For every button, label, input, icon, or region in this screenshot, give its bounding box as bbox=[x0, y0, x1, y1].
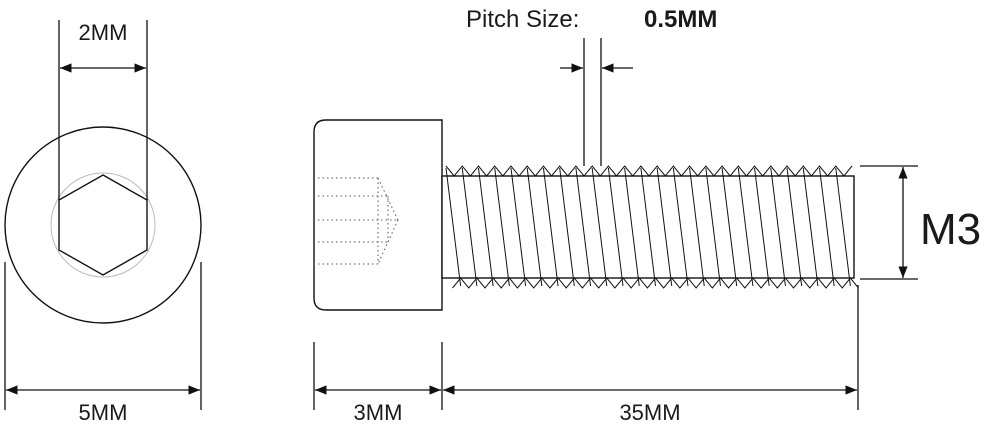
thread-crests bbox=[445, 165, 859, 289]
screw-side-view bbox=[313, 119, 859, 311]
thread-crest-line bbox=[835, 167, 851, 287]
thread-size-label: M3 bbox=[920, 205, 981, 254]
thread-bottom-edge bbox=[452, 277, 859, 289]
thread-crest-line bbox=[786, 167, 803, 287]
hex-width-dimension: 2MM bbox=[58, 20, 148, 200]
thread-crest-line bbox=[607, 167, 624, 287]
thread-crest-line bbox=[477, 167, 494, 287]
head-diameter-dimension: 5MM bbox=[4, 262, 202, 425]
socket-hidden-lines bbox=[318, 177, 399, 265]
thread-crest-line bbox=[624, 167, 640, 287]
thread-crest-line bbox=[510, 167, 527, 287]
thread-crest-line bbox=[445, 167, 462, 287]
length-dimensions: 3MM 35MM bbox=[313, 285, 859, 425]
thread-crest-line bbox=[819, 167, 835, 287]
thread-crest-line bbox=[737, 167, 754, 287]
thread-crest-line bbox=[802, 167, 819, 287]
thread-crest-line bbox=[672, 167, 689, 287]
thread-crest-line bbox=[770, 167, 786, 287]
socket-circle bbox=[50, 172, 156, 278]
thread-crest-line bbox=[461, 167, 478, 287]
thread-crest-line bbox=[526, 167, 543, 287]
thread-length-label: 35MM bbox=[619, 400, 680, 425]
head-diameter-label: 5MM bbox=[79, 400, 128, 425]
thread-crest-line bbox=[575, 167, 592, 287]
thread-crest-line bbox=[640, 167, 656, 287]
pitch-label: Pitch Size: bbox=[466, 6, 579, 33]
thread-crest-line bbox=[559, 167, 575, 287]
pitch-value: 0.5MM bbox=[644, 6, 717, 33]
thread-crest-line bbox=[542, 167, 559, 287]
pitch-dimension: Pitch Size: 0.5MM bbox=[466, 6, 717, 166]
thread-crest-line bbox=[689, 167, 705, 287]
head-end-view bbox=[4, 126, 202, 324]
thread-crest-line bbox=[754, 167, 770, 287]
hex-width-label: 2MM bbox=[79, 20, 128, 45]
thread-top-edge bbox=[445, 165, 853, 177]
thread-crest-line bbox=[656, 167, 673, 287]
thread-crest-line bbox=[721, 167, 738, 287]
head-length-label: 3MM bbox=[354, 400, 403, 425]
thread-size-dimension: M3 bbox=[860, 165, 981, 280]
thread-crest-line bbox=[705, 167, 721, 287]
thread-crest-line bbox=[591, 167, 608, 287]
thread-crest-line bbox=[494, 167, 510, 287]
